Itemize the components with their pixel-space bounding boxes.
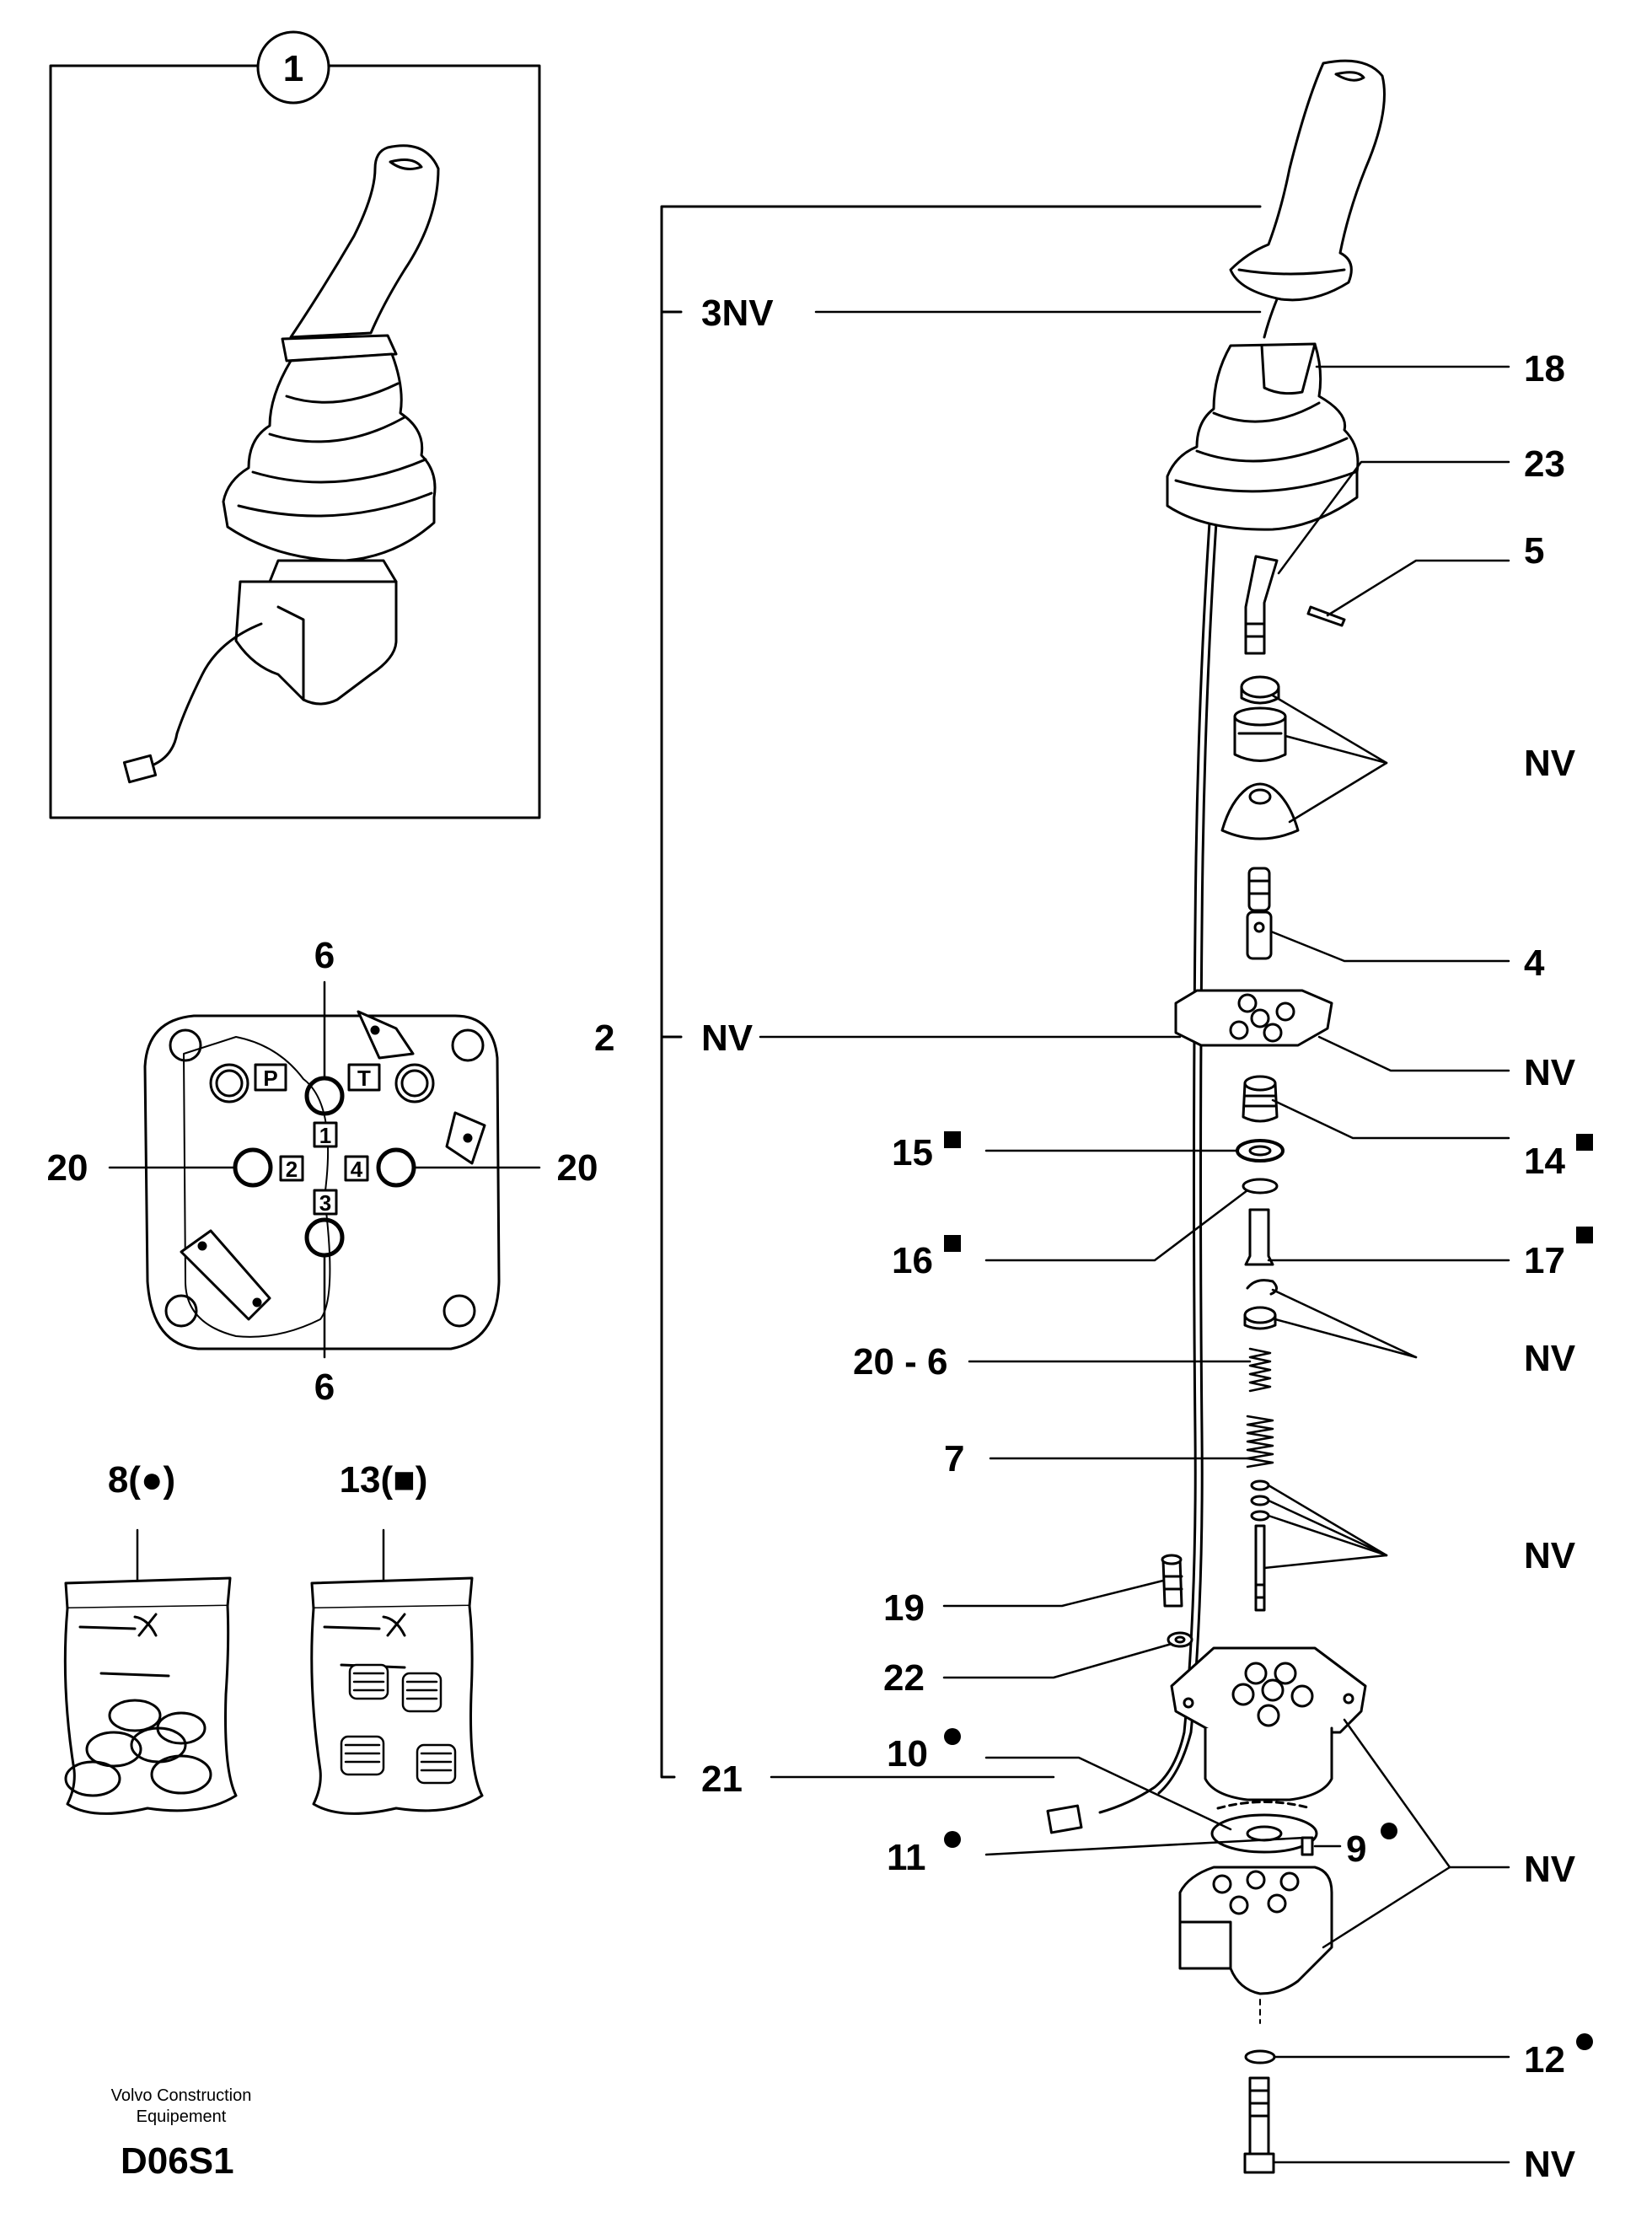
control-valve-base-view xyxy=(108,980,541,1359)
circle-marker-12 xyxy=(1576,2033,1593,2050)
square-marker-14 xyxy=(1576,1134,1593,1151)
circle-marker-9 xyxy=(1381,1823,1397,1839)
base-label-20-left: 20 xyxy=(47,1147,88,1189)
port-label-1: 1 xyxy=(319,1123,331,1148)
part-label-nv-e: NV xyxy=(1524,1849,1576,1890)
part-label-21: 21 xyxy=(701,1758,743,1800)
part-label-nv-d: NV xyxy=(1524,1535,1576,1576)
circle-marker-10 xyxy=(944,1728,961,1745)
part-label-nv-f: NV xyxy=(1524,2144,1576,2185)
part-label-4: 4 xyxy=(1524,942,1545,984)
exploded-components xyxy=(1046,59,1386,2174)
company-name-line1: Volvo Construction xyxy=(111,2086,252,2105)
part-label-5: 5 xyxy=(1524,530,1544,572)
part-label-14: 14 xyxy=(1524,1141,1565,1182)
inset-assembly-view xyxy=(49,30,541,819)
part-label-2-nv: NV xyxy=(701,1017,754,1059)
seal-kit-bag-8 xyxy=(63,1528,238,1815)
part-label-nv-b: NV xyxy=(1524,1052,1576,1093)
part-label-15: 15 xyxy=(892,1132,933,1173)
part-label-19: 19 xyxy=(883,1587,925,1629)
kit-label-8: 8(●) xyxy=(108,1459,175,1501)
port-label-4: 4 xyxy=(351,1157,363,1182)
part-label-2: 2 xyxy=(594,1017,614,1059)
port-label-2: 2 xyxy=(286,1157,298,1182)
port-label-3: 3 xyxy=(319,1190,331,1216)
drawing-code: D06S1 xyxy=(121,2140,234,2182)
base-label-20-right: 20 xyxy=(557,1147,598,1189)
part-label-23: 23 xyxy=(1524,443,1565,485)
part-label-22: 22 xyxy=(883,1657,925,1699)
square-marker-15 xyxy=(944,1131,961,1148)
part-label-16: 16 xyxy=(892,1240,933,1281)
part-label-nv-c: NV xyxy=(1524,1338,1576,1379)
kit-label-13: 13(■) xyxy=(340,1459,428,1501)
leader-lines xyxy=(759,310,1510,2164)
circle-marker-11 xyxy=(944,1831,961,1848)
part-label-nv-a: NV xyxy=(1524,743,1576,784)
part-label-9: 9 xyxy=(1346,1828,1366,1870)
part-label-18: 18 xyxy=(1524,348,1565,389)
seal-kit-bag-13 xyxy=(310,1528,484,1815)
base-label-6-top: 6 xyxy=(314,935,335,976)
port-label-p: P xyxy=(263,1066,277,1091)
part-label-12: 12 xyxy=(1524,2039,1565,2081)
part-label-7: 7 xyxy=(944,1438,964,1479)
square-marker-16 xyxy=(944,1235,961,1252)
assembly-bracket xyxy=(660,205,1262,1779)
inset-callout-number: 1 xyxy=(283,48,303,89)
part-label-20-6: 20 - 6 xyxy=(853,1341,948,1383)
port-label-t: T xyxy=(357,1066,371,1091)
part-label-3nv: 3NV xyxy=(701,293,774,334)
part-label-10: 10 xyxy=(887,1733,928,1775)
company-name-line2: Equipement xyxy=(137,2107,227,2126)
base-label-6-bottom: 6 xyxy=(314,1366,335,1408)
square-marker-17 xyxy=(1576,1227,1593,1243)
part-label-11: 11 xyxy=(887,1837,926,1878)
part-label-17: 17 xyxy=(1524,1240,1565,1281)
